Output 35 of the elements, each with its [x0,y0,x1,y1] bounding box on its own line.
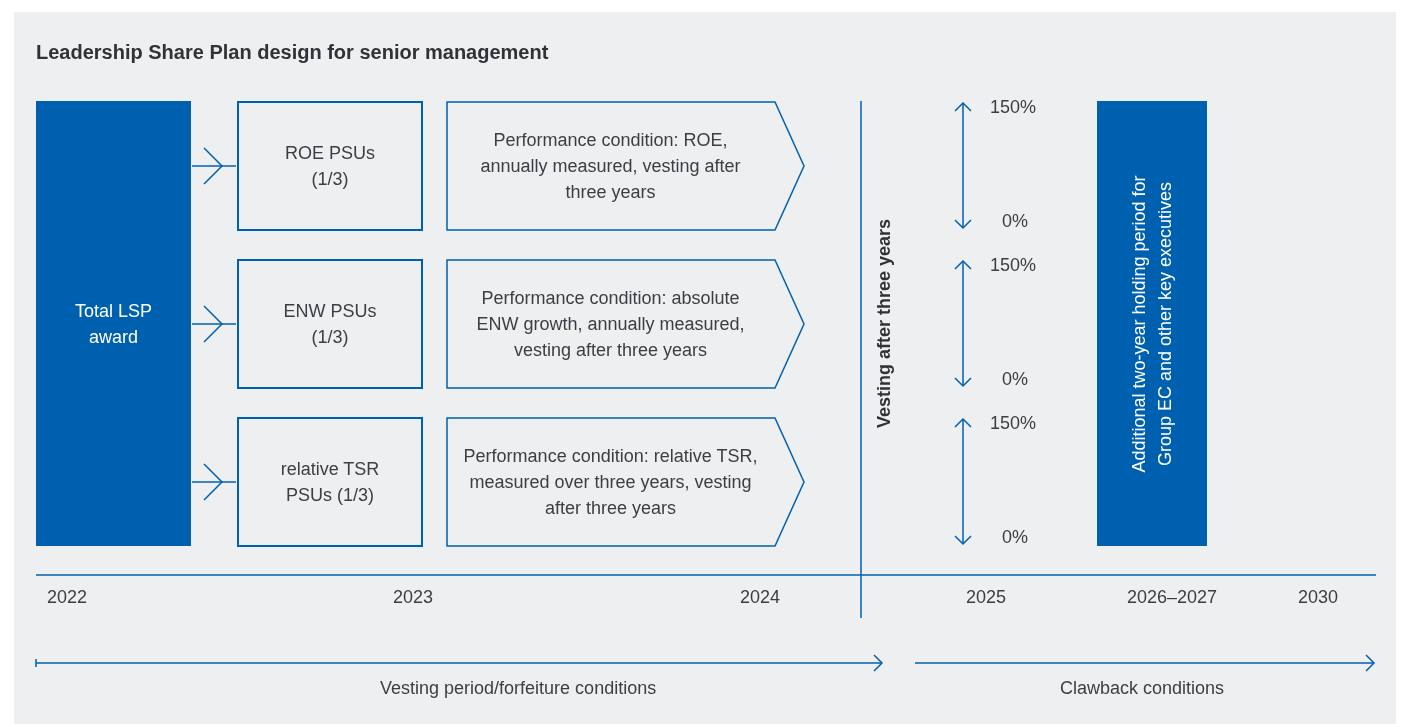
psu-box [237,259,423,389]
percent-label: 150% [990,413,1037,434]
period-label: Clawback conditions [1060,678,1225,699]
node-text: Performance condition: relative TSR, measured over three years, vesting after three years [462,445,759,520]
node-text: Performance condition: ROE, annually measured, vesting after three years [479,129,742,204]
node-text: Performance condition: absolute ENW growth, annually measured, vesting after three years [475,287,746,362]
chevron-arrow [191,305,237,343]
year-label: 2030 [1298,587,1339,608]
year-label: 2022 [47,587,88,608]
diagram-title: Leadership Share Plan design for senior management [36,41,549,64]
condition-arrow-box [446,259,805,389]
percent-label: 150% [990,97,1037,118]
node-text: Additional two-year holding period for Group EC and other key executives [1128,173,1176,475]
condition-arrow-box [446,101,805,231]
node-text: ENW PSUs (1/3) [282,300,378,349]
year-label: 2024 [740,587,781,608]
chevron-arrow [191,463,237,501]
percent-label: 0% [1002,369,1028,390]
year-label: 2026–2027 [1127,587,1218,608]
percent-label: 0% [1002,211,1028,232]
node-text: relative TSR PSUs (1/3) [279,458,381,507]
psu-box [237,101,423,231]
psu-box [237,417,423,547]
period-label: Vesting period/forfeiture conditions [380,678,657,699]
percent-label: 150% [990,255,1037,276]
condition-arrow-box [446,417,805,547]
node-text: Total LSP award [73,299,153,349]
year-label: 2025 [966,587,1007,608]
year-label: 2023 [393,587,434,608]
chevron-arrow [191,147,237,185]
vertical-label: Vesting after three years [873,218,895,428]
award-bar [36,101,191,546]
holding-period-bar [1097,101,1207,546]
node-text: ROE PSUs (1/3) [284,142,376,191]
percent-label: 0% [1002,527,1028,548]
